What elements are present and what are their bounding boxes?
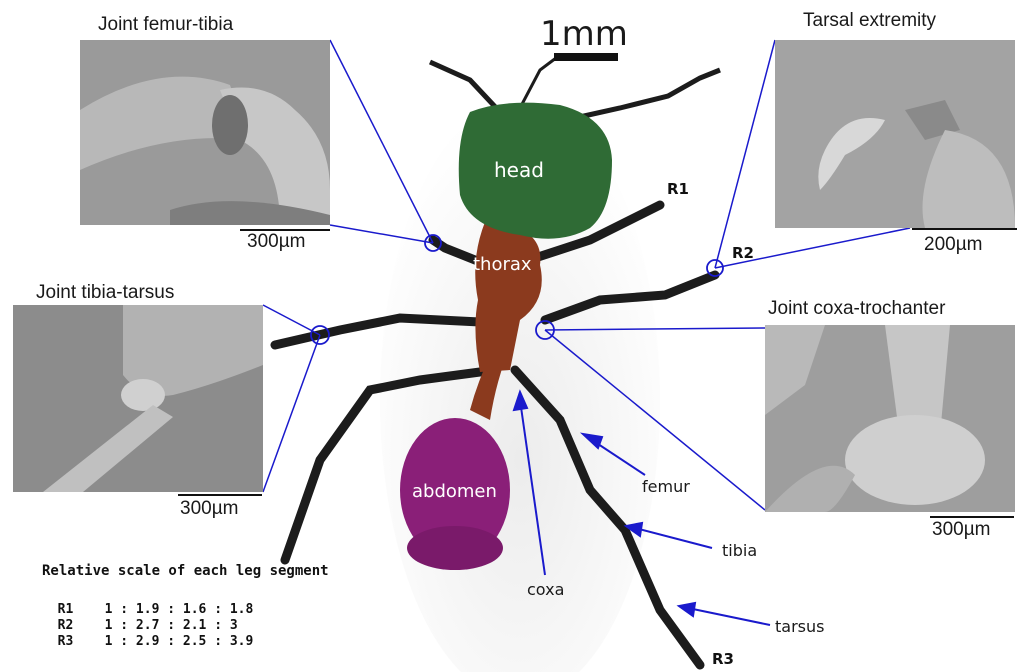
leg-r1-label: R1 bbox=[667, 180, 689, 198]
relative-scale-row: R3 1 : 2.9 : 2.5 : 3.9 bbox=[42, 619, 253, 649]
scale-coxa-trochanter: 300µm bbox=[932, 519, 990, 541]
leg-r3-label: R3 bbox=[712, 650, 734, 668]
scale-tarsal-extremity: 200µm bbox=[924, 234, 982, 256]
leg-r2-label: R2 bbox=[732, 244, 754, 262]
label-head: head bbox=[494, 158, 544, 182]
scale-tibia-tarsus: 300µm bbox=[180, 498, 238, 520]
label-tibia: tibia bbox=[722, 541, 757, 560]
left-antenna bbox=[430, 62, 500, 112]
panel-title-coxa-trochanter: Joint coxa-trochanter bbox=[768, 298, 945, 320]
scale-label-1mm: 1mm bbox=[540, 14, 628, 54]
sem-image-tibia-tarsus bbox=[13, 305, 263, 492]
right-antenna bbox=[575, 70, 720, 118]
label-femur: femur bbox=[642, 477, 690, 496]
panel-title-femur-tibia: Joint femur-tibia bbox=[98, 14, 233, 36]
label-tarsus: tarsus bbox=[775, 617, 824, 636]
sem-image-coxa-trochanter bbox=[765, 325, 1015, 512]
panel-title-tibia-tarsus: Joint tibia-tarsus bbox=[36, 282, 174, 304]
sem-image-femur-tibia bbox=[80, 40, 330, 225]
label-coxa: coxa bbox=[527, 580, 564, 599]
sem-image-tarsal-extremity bbox=[775, 40, 1015, 228]
scale-femur-tibia: 300µm bbox=[247, 231, 305, 253]
scale-bar-1mm bbox=[554, 53, 618, 61]
label-abdomen: abdomen bbox=[412, 481, 497, 502]
relative-scale-title: Relative scale of each leg segment bbox=[42, 563, 329, 579]
panel-title-tarsal-extremity: Tarsal extremity bbox=[803, 10, 936, 32]
label-thorax: thorax bbox=[473, 254, 532, 275]
